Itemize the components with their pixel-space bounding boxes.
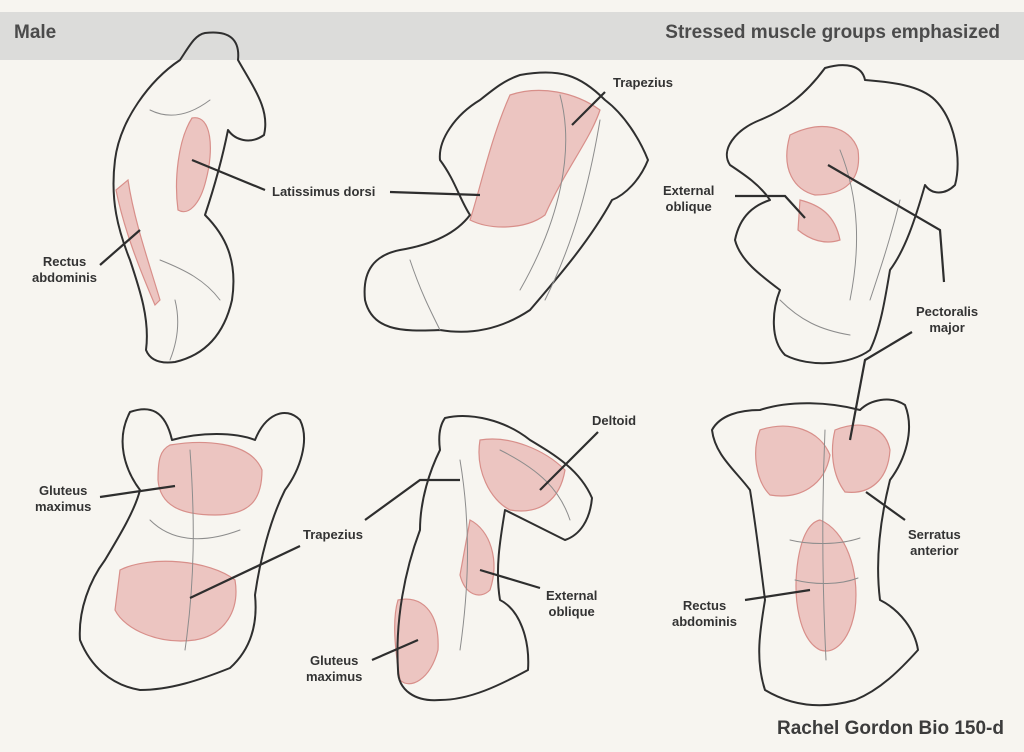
external-oblique-highlight <box>797 199 841 243</box>
header-left-title: Male <box>14 22 57 43</box>
pectoralis-highlight <box>786 126 860 196</box>
label-serratus-anterior: Serratus anterior <box>908 527 961 558</box>
label-rectus-abdominis-2: Rectus abdominis <box>672 598 738 629</box>
torso-back-view <box>363 71 649 333</box>
leader-lines <box>99 91 946 662</box>
torso-twisted <box>394 415 593 702</box>
label-external-oblique-2: External oblique <box>546 588 598 619</box>
label-external-oblique-1: External oblique <box>663 183 715 214</box>
author-credit: Rachel Gordon Bio 150-d <box>777 718 1004 739</box>
pectoralis-highlight-2 <box>755 425 831 497</box>
deltoid-highlight <box>478 438 566 512</box>
pectoralis-highlight-3 <box>831 424 891 493</box>
label-latissimus-dorsi: Latissimus dorsi <box>272 184 376 199</box>
label-gluteus-maximus-2: Gluteus maximus <box>306 653 363 684</box>
torso-side-view <box>112 31 267 364</box>
latissimus-highlight <box>175 117 211 213</box>
torso-front-abs <box>711 398 919 707</box>
label-trapezius-2: Trapezius <box>303 527 363 542</box>
label-pectoralis-major: Pectoralis major <box>916 304 979 335</box>
gluteus-highlight-lower <box>114 560 237 642</box>
trapezius-highlight <box>469 89 601 228</box>
label-gluteus-maximus-1: Gluteus maximus <box>35 483 92 514</box>
rectus-abdominis-highlight-2 <box>795 519 857 652</box>
torso-front-view <box>725 64 959 365</box>
header-right-title: Stressed muscle groups emphasized <box>665 22 1000 43</box>
torso-gluteus-back <box>78 408 305 691</box>
external-oblique-highlight-2 <box>459 519 495 596</box>
header-bar: Male Stressed muscle groups emphasized <box>0 12 1024 60</box>
label-deltoid: Deltoid <box>592 413 637 428</box>
gluteus-highlight-upper <box>157 441 263 516</box>
label-trapezius-1: Trapezius <box>613 75 673 90</box>
label-rectus-abdominis-1: Rectus abdominis <box>32 254 98 285</box>
rectus-abdominis-highlight <box>115 178 161 307</box>
